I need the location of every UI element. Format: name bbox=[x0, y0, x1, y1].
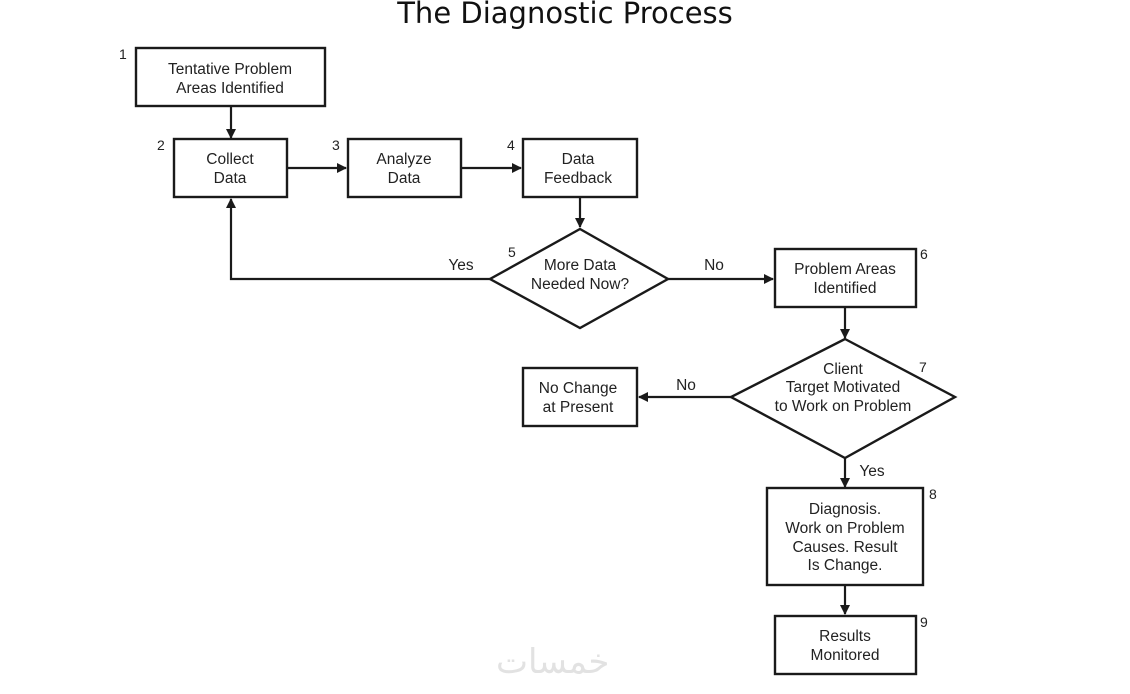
node-label-line: Needed Now? bbox=[531, 276, 630, 293]
decision-more-data-needed: More Data Needed Now? 5 bbox=[487, 227, 671, 330]
node-label-line: Target Motivated bbox=[786, 379, 901, 396]
edge-label-yes-7: Yes bbox=[859, 463, 885, 480]
edge-label-no-7: No bbox=[676, 377, 696, 394]
edge-5-to-2-yes bbox=[226, 198, 490, 281]
node-label-line: Data bbox=[562, 151, 595, 168]
node-label-line: Data bbox=[214, 170, 247, 187]
node-label-line: Identified bbox=[814, 280, 877, 297]
node-label-line: Data bbox=[388, 170, 421, 187]
node-number: 9 bbox=[920, 614, 928, 630]
node-label-line: to Work on Problem bbox=[775, 398, 912, 415]
node-label-line: No Change bbox=[539, 380, 617, 397]
node-analyze-data: Analyze Data 3 bbox=[332, 137, 463, 199]
node-number: 8 bbox=[929, 486, 937, 502]
node-number: 3 bbox=[332, 137, 340, 153]
node-label-line: at Present bbox=[543, 399, 614, 416]
edges bbox=[226, 106, 850, 615]
node-label-line: Causes. Result bbox=[792, 539, 898, 556]
edge-label-yes-5: Yes bbox=[448, 257, 474, 274]
node-label-line: Diagnosis. bbox=[809, 501, 881, 518]
node-label-line: Work on Problem bbox=[785, 520, 904, 537]
diagram-title: The Diagnostic Process bbox=[397, 0, 733, 30]
node-number: 5 bbox=[508, 244, 516, 260]
watermark-logo: خمسات bbox=[496, 642, 610, 682]
node-label-line: Collect bbox=[206, 151, 254, 168]
node-number: 2 bbox=[157, 137, 165, 153]
node-label-line: Client bbox=[823, 361, 863, 378]
decision-client-motivated: Client Target Motivated to Work on Probl… bbox=[728, 337, 958, 460]
node-label-line: Feedback bbox=[544, 170, 612, 187]
node-number: 6 bbox=[920, 246, 928, 262]
node-collect-data: Collect Data 2 bbox=[157, 137, 289, 199]
node-number: 4 bbox=[507, 137, 515, 153]
node-label-line: Monitored bbox=[811, 647, 880, 664]
node-data-feedback: Data Feedback 4 bbox=[507, 137, 639, 199]
node-label-line: Analyze bbox=[376, 151, 431, 168]
node-problem-areas-identified: Problem Areas Identified 6 bbox=[773, 246, 928, 309]
edge-label-no-5: No bbox=[704, 257, 724, 274]
node-diagnosis: Diagnosis. Work on Problem Causes. Resul… bbox=[765, 486, 937, 587]
node-number: 7 bbox=[919, 359, 927, 375]
node-label-line: Problem Areas bbox=[794, 261, 896, 278]
node-label-line: More Data bbox=[544, 257, 617, 274]
node-results-monitored: Results Monitored 9 bbox=[773, 614, 928, 676]
node-no-change: No Change at Present bbox=[521, 366, 639, 428]
node-label-line: Tentative Problem bbox=[168, 61, 292, 78]
node-label-line: Is Change. bbox=[808, 557, 883, 574]
node-label-line: Results bbox=[819, 628, 871, 645]
node-number: 1 bbox=[119, 46, 127, 62]
node-tentative-problem-areas: Tentative Problem Areas Identified 1 bbox=[119, 46, 327, 108]
node-label-line: Areas Identified bbox=[176, 80, 284, 97]
